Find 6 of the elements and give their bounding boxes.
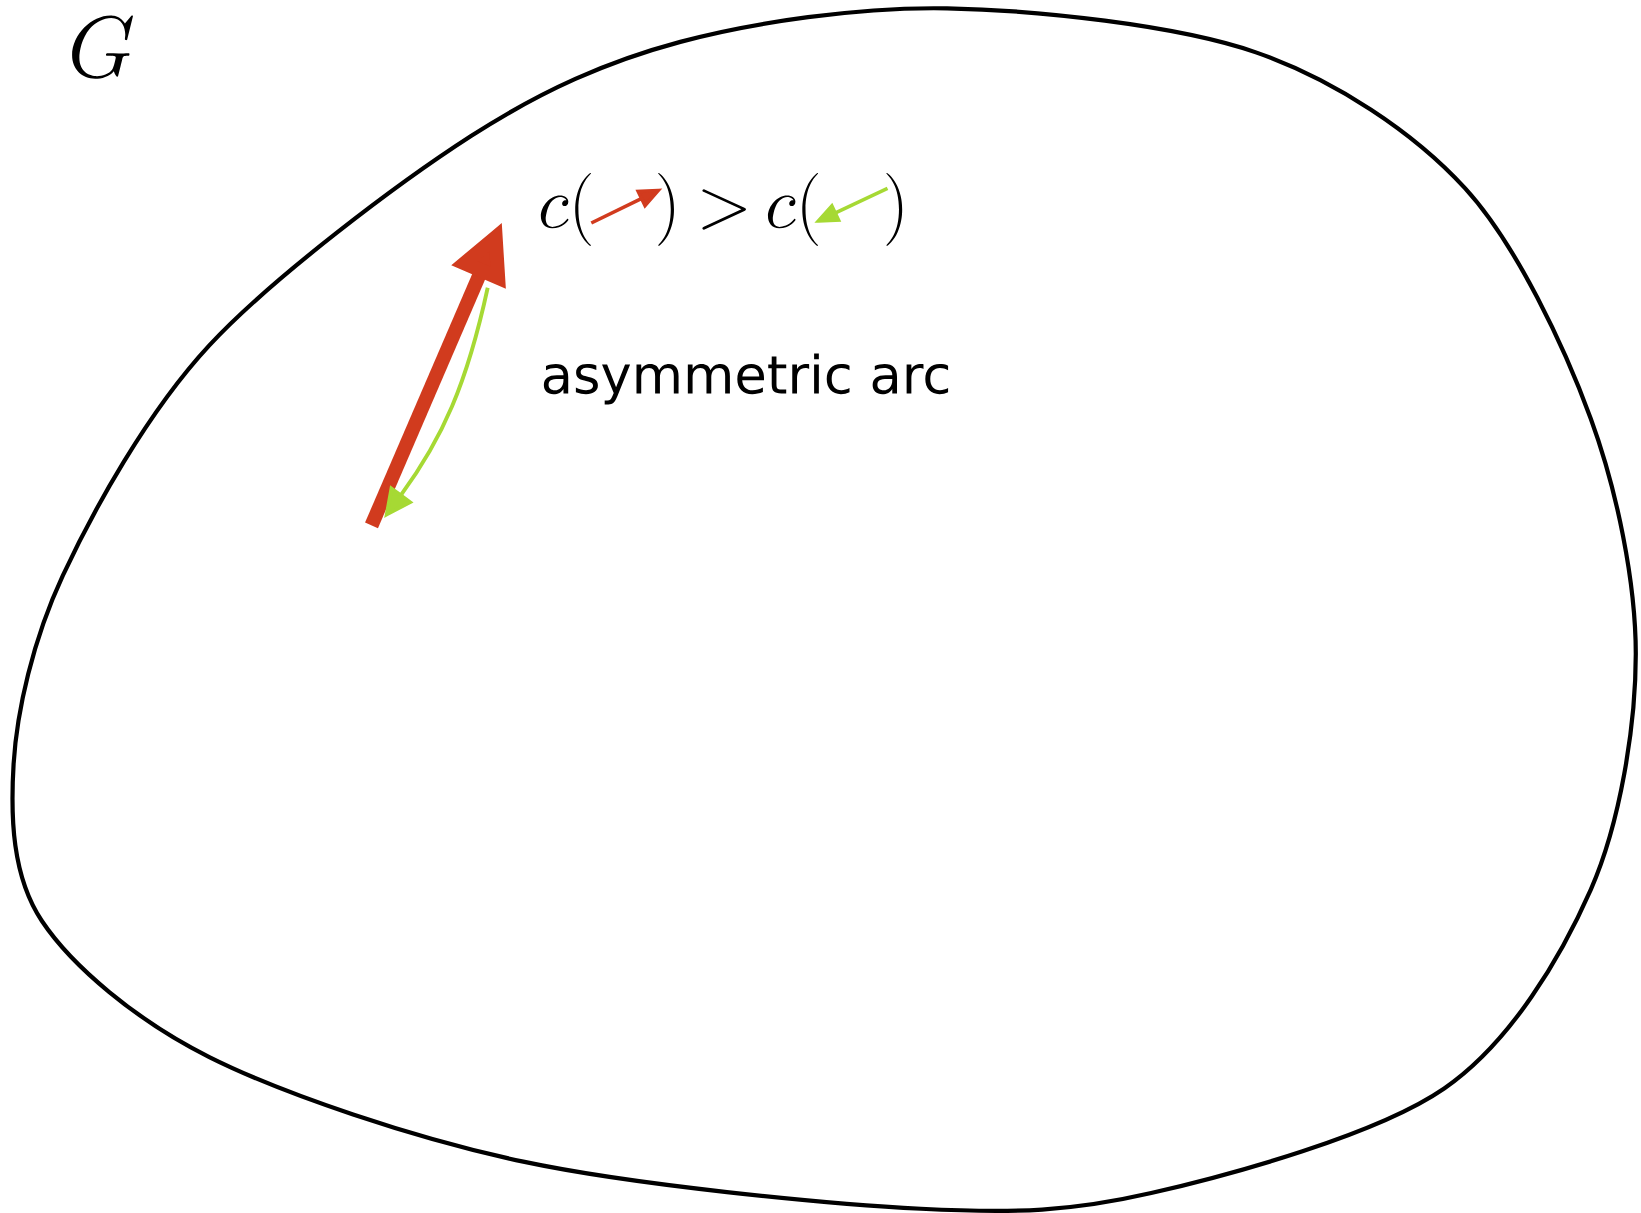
formula-symbol: $c($ [767,173,819,246]
formula-symbol: $>$ [702,189,746,230]
formula-symbol: $c($ [540,173,591,246]
formula-symbol: $)$ [886,173,903,246]
text-label: asymmetric arc [543,353,949,405]
formula-symbol: $)$ [658,173,674,246]
